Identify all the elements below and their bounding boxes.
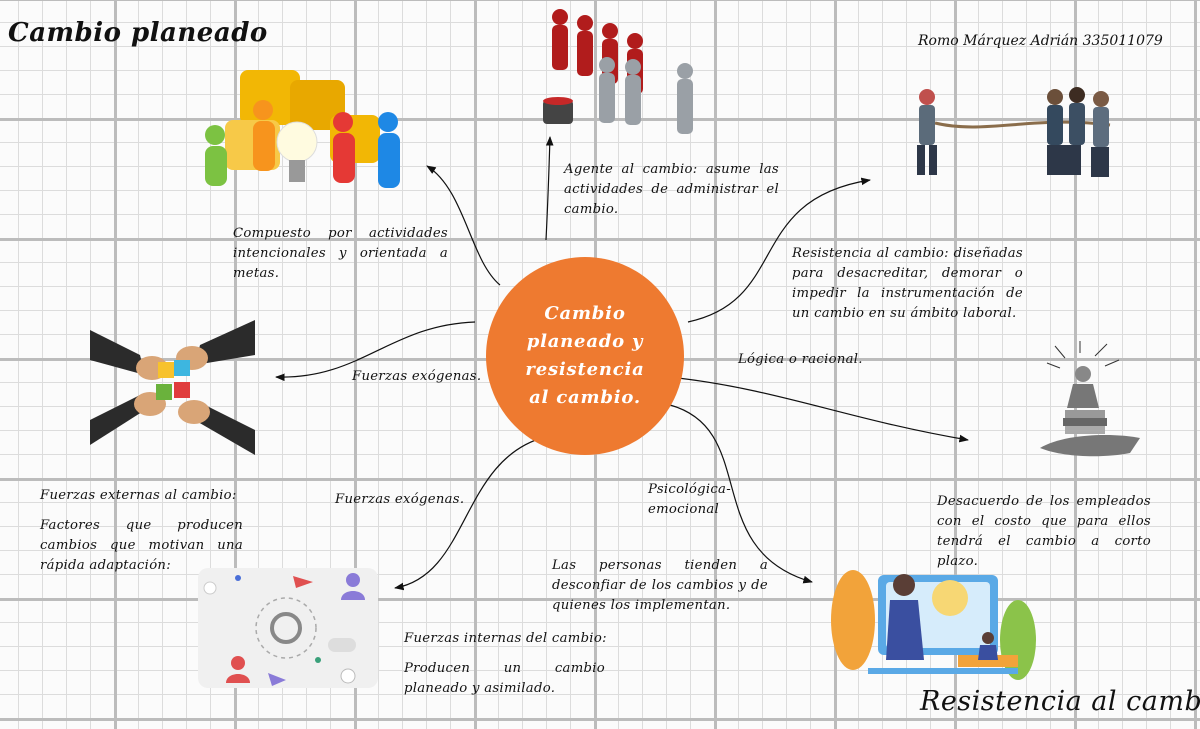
red-gray-figures-illustration — [543, 9, 693, 134]
internal-body: Producen un cambio planeado y asimilado. — [404, 661, 605, 696]
disagreement-text: Desacuerdo de los empleados con el costo… — [937, 494, 1151, 569]
resistance-definition: Resistencia al cambio: diseñadas para de… — [792, 246, 1023, 321]
psychological-label: Psicológica-emocional — [648, 482, 731, 517]
arrow-to-video — [669, 404, 813, 584]
center-node-label: Cambio planeado y resistencia al cambio. — [525, 303, 645, 408]
logical-label: Lógica o racional. — [738, 352, 863, 367]
hands-puzzle-illustration — [90, 320, 255, 455]
meditating-figure-illustration — [1040, 341, 1140, 457]
internal-heading: Fuerzas internas del cambio: — [404, 631, 607, 646]
exogenous-label-bottom: Fuerzas exógenas. — [335, 492, 465, 507]
author-label: Romo Márquez Adrián 335011079 — [918, 33, 1163, 49]
arrow-to-planned — [426, 165, 501, 286]
video-call-illustration — [831, 570, 1036, 680]
agent-text: Agente al cambio: asume las actividades … — [564, 162, 779, 217]
external-heading: Fuerzas externas al cambio: — [40, 488, 237, 503]
network-icons-illustration — [198, 568, 378, 688]
arrow-to-agent — [545, 136, 554, 241]
tug-of-war-illustration — [917, 87, 1111, 177]
arrow-to-exogenous-left — [275, 321, 476, 382]
arrow-to-resistance — [687, 177, 871, 323]
page-title: Cambio planeado — [8, 18, 268, 48]
distrust-text: Las personas tienden a desconfiar de los… — [552, 558, 768, 613]
exogenous-label-top: Fuerzas exógenas. — [352, 369, 482, 384]
resistance-title: Resistencia al cambio — [920, 686, 1200, 717]
arrow-to-internal — [394, 436, 546, 591]
puzzle-teamwork-illustration — [205, 70, 400, 188]
arrow-to-logical — [677, 377, 969, 443]
center-node: Cambio planeado y resistencia al cambio. — [486, 257, 684, 455]
planned-definition: Compuesto por actividades intencionales … — [233, 226, 448, 281]
external-body: Factores que producen cambios que motiva… — [40, 518, 243, 573]
